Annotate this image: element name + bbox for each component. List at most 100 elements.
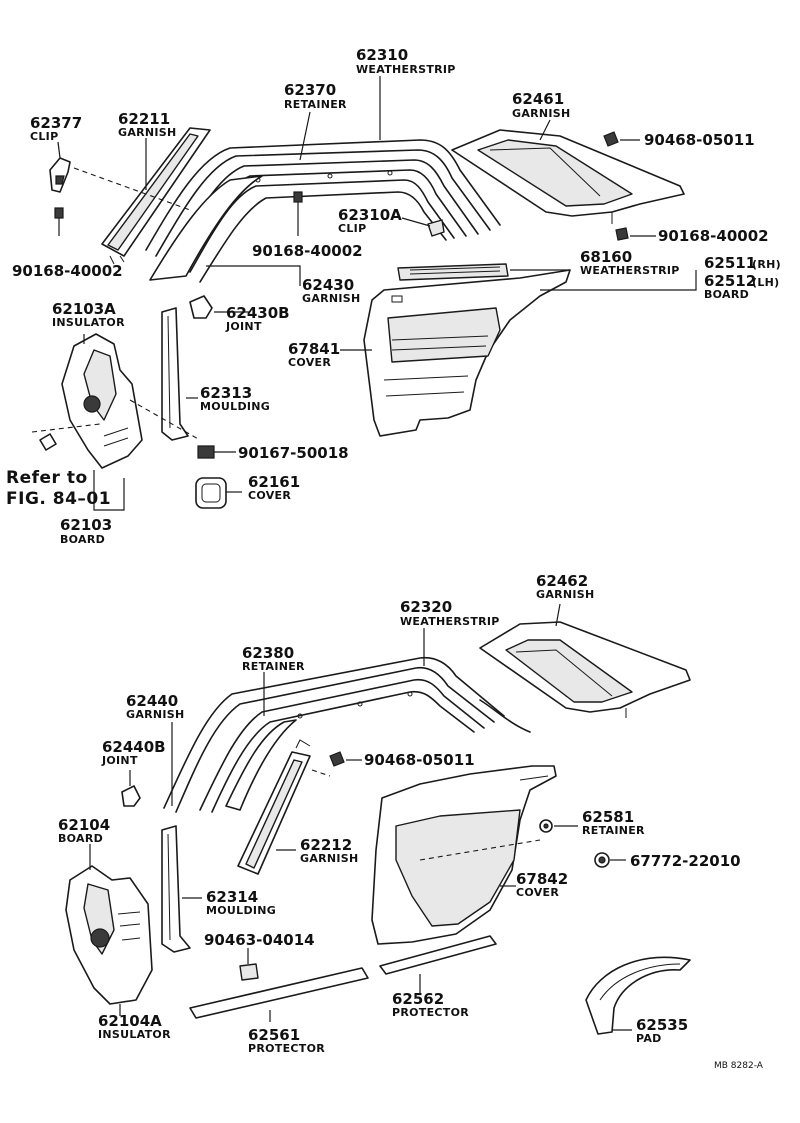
- board-62511-shape: [363, 269, 571, 437]
- svg-text:62161: 62161: [248, 473, 300, 491]
- svg-text:62380: 62380: [242, 644, 294, 662]
- part-67772-22010-shape: [594, 852, 610, 868]
- svg-text:PROTECTOR: PROTECTOR: [248, 1042, 325, 1055]
- svg-text:62314: 62314: [206, 888, 258, 906]
- svg-text:WEATHERSTRIP: WEATHERSTRIP: [356, 63, 456, 76]
- svg-text:62212: 62212: [300, 836, 352, 854]
- svg-text:62103A: 62103A: [52, 300, 116, 318]
- moulding-62313-shape: [161, 307, 189, 441]
- label-62440B: 62440B JOINT: [101, 738, 166, 767]
- clip-refer-shape: [39, 433, 57, 451]
- svg-text:(RH): (RH): [752, 258, 781, 271]
- svg-text:62370: 62370: [284, 81, 336, 99]
- label-refer: Refer to FIG. 84–01: [6, 468, 111, 509]
- garnish-62211-shape: [101, 127, 211, 265]
- svg-text:RETAINER: RETAINER: [284, 98, 347, 111]
- retainer-62380-shape: [199, 678, 485, 813]
- retainer-62581-shape: [539, 819, 553, 833]
- svg-text:67841: 67841: [288, 340, 340, 358]
- svg-text:62535: 62535: [636, 1016, 688, 1034]
- svg-text:JOINT: JOINT: [101, 754, 138, 767]
- board-62103-guide: [129, 399, 201, 441]
- label-90468-05011-top: 90468-05011: [644, 131, 755, 149]
- cover-62161-shape: [195, 477, 227, 509]
- pad-62535-shape: [585, 956, 691, 1035]
- weatherstrip-68160-shape: [397, 263, 509, 281]
- svg-text:62104: 62104: [58, 816, 110, 834]
- svg-text:PROTECTOR: PROTECTOR: [392, 1006, 469, 1019]
- garnish-62440-shape: [225, 699, 531, 811]
- screw-90167-50018: [197, 445, 236, 459]
- svg-text:INSULATOR: INSULATOR: [52, 316, 125, 329]
- label-62212: 62212 GARNISH: [300, 836, 358, 865]
- svg-text:COVER: COVER: [516, 886, 559, 899]
- weatherstrip-62320-shape: [163, 656, 505, 813]
- joint-62430B-shape: [189, 295, 213, 319]
- label-90167-50018: 90167-50018: [238, 444, 349, 462]
- svg-text:62462: 62462: [536, 572, 588, 590]
- svg-text:GARNISH: GARNISH: [512, 107, 571, 120]
- protector-62562-shape: [379, 935, 497, 975]
- label-62370: 62370 RETAINER: [284, 81, 347, 111]
- cover-67842-guide: [419, 839, 541, 861]
- label-62103: 62103 BOARD: [60, 516, 112, 546]
- board-62103-shape: [61, 333, 143, 469]
- svg-text:68160: 68160: [580, 248, 632, 266]
- label-62313: 62313 MOULDING: [200, 384, 270, 413]
- label-62562: 62562 PROTECTOR: [392, 990, 469, 1019]
- svg-text:COVER: COVER: [248, 489, 291, 502]
- svg-text:BOARD: BOARD: [58, 832, 103, 845]
- garnish-62430-shape: [149, 175, 447, 283]
- label-62581: 62581 RETAINER: [582, 808, 645, 837]
- label-62310A: 62310A CLIP: [338, 206, 402, 235]
- clip-62310A-shape: [427, 219, 445, 237]
- svg-text:RETAINER: RETAINER: [582, 824, 645, 837]
- svg-text:WEATHERSTRIP: WEATHERSTRIP: [580, 264, 680, 277]
- label-68160: 68160 WEATHERSTRIP: [580, 248, 680, 277]
- svg-text:62103: 62103: [60, 516, 112, 534]
- leader-lines-top: [57, 76, 697, 511]
- garnish-62212-shape: [237, 739, 311, 875]
- screw-90168-40002-mid: [293, 191, 303, 236]
- svg-text:MOULDING: MOULDING: [200, 400, 270, 413]
- svg-text:WEATHERSTRIP: WEATHERSTRIP: [400, 615, 500, 628]
- svg-text:62104A: 62104A: [98, 1012, 162, 1030]
- label-90168-40002-left: 90168-40002: [12, 262, 123, 280]
- svg-text:62440: 62440: [126, 692, 178, 710]
- label-62104A: 62104A INSULATOR: [98, 1012, 171, 1041]
- svg-text:BOARD: BOARD: [60, 533, 105, 546]
- svg-text:62512: 62512: [704, 272, 756, 290]
- screw-90168-40002-left: [54, 207, 64, 236]
- label-62535: 62535 PAD: [636, 1016, 688, 1045]
- svg-text:62461: 62461: [512, 90, 564, 108]
- svg-text:GARNISH: GARNISH: [302, 292, 361, 305]
- svg-text:CLIP: CLIP: [338, 222, 366, 235]
- label-67842: 67842 COVER: [516, 870, 568, 899]
- svg-text:Refer to: Refer to: [6, 468, 88, 488]
- label-62104: 62104 BOARD: [58, 816, 110, 845]
- label-62511: 62511 (RH): [704, 254, 781, 272]
- svg-text:62310: 62310: [356, 46, 408, 64]
- svg-text:62211: 62211: [118, 110, 170, 128]
- screw-90468-05011-top: [603, 131, 640, 147]
- label-90463-04014: 90463-04014: [204, 931, 315, 949]
- svg-text:62310A: 62310A: [338, 206, 402, 224]
- clip-90463-04014-shape: [239, 963, 259, 981]
- svg-text:62313: 62313: [200, 384, 252, 402]
- svg-text:62377: 62377: [30, 114, 82, 132]
- clip-62377-shape: [49, 157, 71, 193]
- cover-67842-shape: [371, 765, 557, 945]
- clip-62377-guide: [73, 167, 191, 211]
- label-67841: 67841 COVER: [288, 340, 340, 369]
- garnish-62462-shape: [479, 621, 691, 718]
- label-62310: 62310 WEATHERSTRIP: [356, 46, 456, 76]
- label-62380: 62380 RETAINER: [242, 644, 305, 673]
- label-90168-40002-right: 90168-40002: [658, 227, 769, 245]
- label-62430: 62430 GARNISH: [302, 276, 361, 305]
- svg-text:JOINT: JOINT: [225, 320, 262, 333]
- joint-62440B-shape: [121, 785, 141, 807]
- svg-text:62430B: 62430B: [226, 304, 290, 322]
- svg-text:PAD: PAD: [636, 1032, 662, 1045]
